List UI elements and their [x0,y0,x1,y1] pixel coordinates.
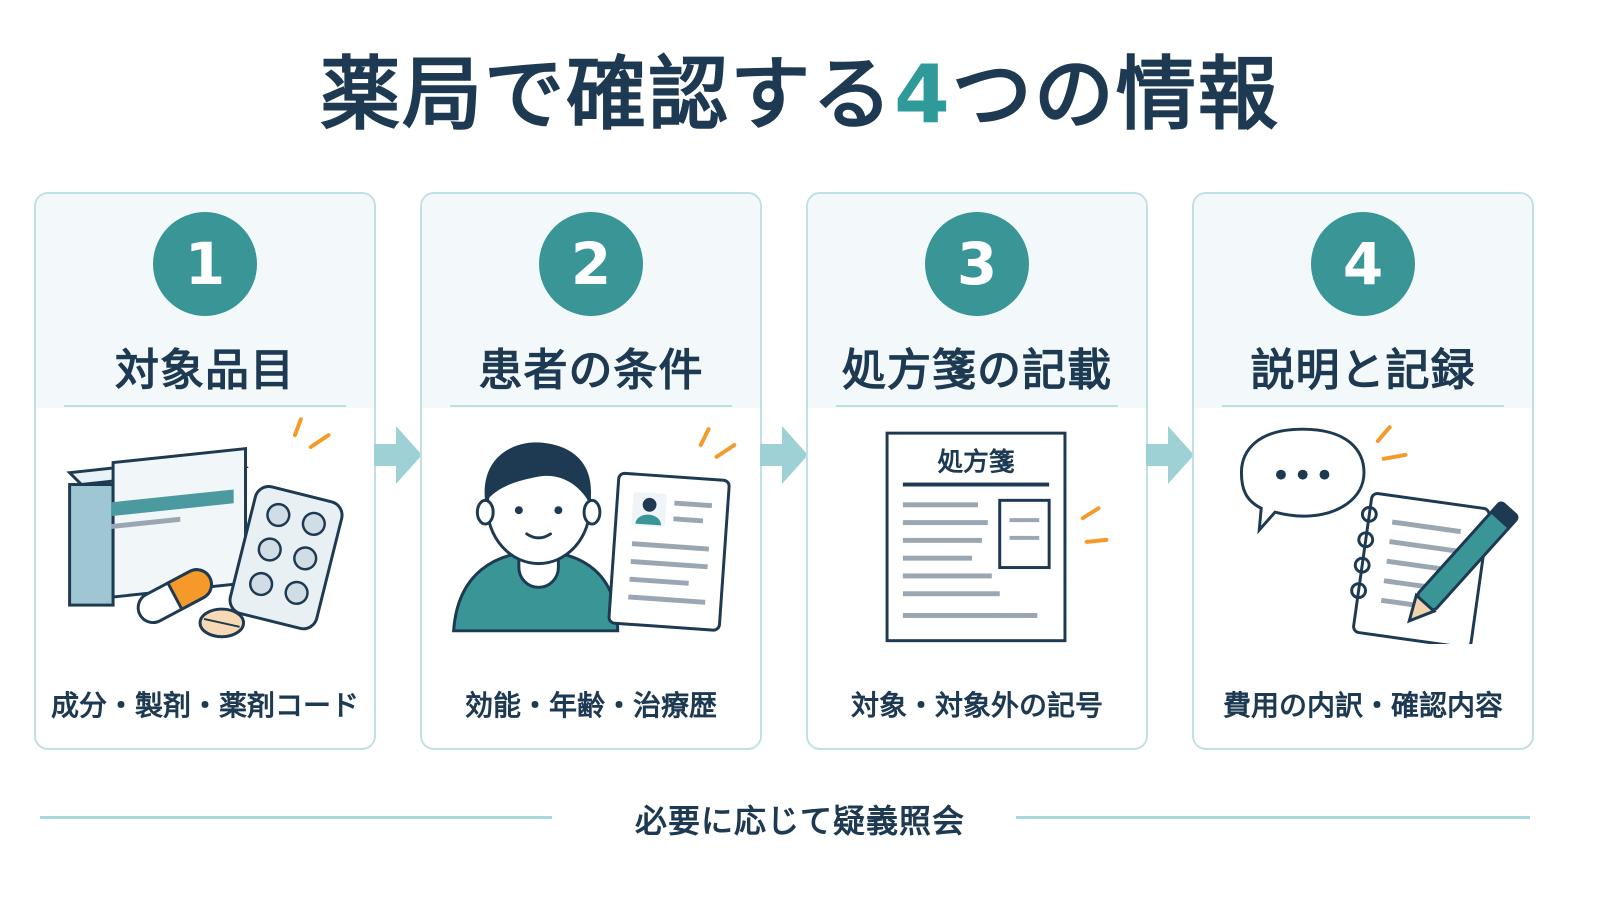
arrow-right-icon [1146,426,1194,484]
title-main: 薬局で確認する [320,48,895,141]
card-divider [450,405,732,407]
card-title: 処方箋の記載 [842,345,1112,396]
step-badge-2: 2 [539,212,643,316]
title-number: 4 [894,48,952,141]
title-suffix: つの情報 [951,48,1280,141]
card-title: 患者の条件 [478,345,704,396]
step-badge-3: 3 [925,212,1029,316]
card-caption: 対象・対象外の記号 [850,689,1103,722]
document-label: 処方箋 [937,447,1014,478]
card-divider [836,405,1118,407]
footer-note: 必要に応じて疑義照会 [634,802,965,840]
prescription-document-icon: 処方箋 [885,431,1109,643]
step-badge-4: 4 [1311,212,1415,316]
footer-line-right [1016,816,1530,819]
card-explanation-record: 4 説明と記録 費用の内訳・確認内容 [1192,192,1534,750]
card-target-items: 1 対象品目 成分・製剤・薬剤コード [34,192,376,750]
card-prescription: 3 処方箋の記載 処方箋 対象・対象外の記号 [806,192,1148,750]
patient-profile-icon [452,427,737,633]
step-badge-1: 1 [153,212,257,316]
card-title: 対象品目 [115,345,295,396]
card-title: 説明と記録 [1250,345,1476,396]
arrow-right-icon [760,426,808,484]
card-patient-conditions: 2 患者の条件 効能・年齢・治療歴 [420,192,762,750]
card-caption: 効能・年齢・治療歴 [464,689,717,722]
card-divider [1222,405,1504,407]
card-caption: 成分・製剤・薬剤コード [50,689,359,722]
footer-line-left [40,816,552,819]
card-caption: 費用の内訳・確認内容 [1222,689,1503,722]
chat-notebook-icon [1239,425,1519,644]
page-title: 薬局で確認する4つの情報 [0,40,1600,150]
medicine-icon [66,417,344,639]
card-divider [64,405,346,407]
arrow-right-icon [374,426,422,484]
